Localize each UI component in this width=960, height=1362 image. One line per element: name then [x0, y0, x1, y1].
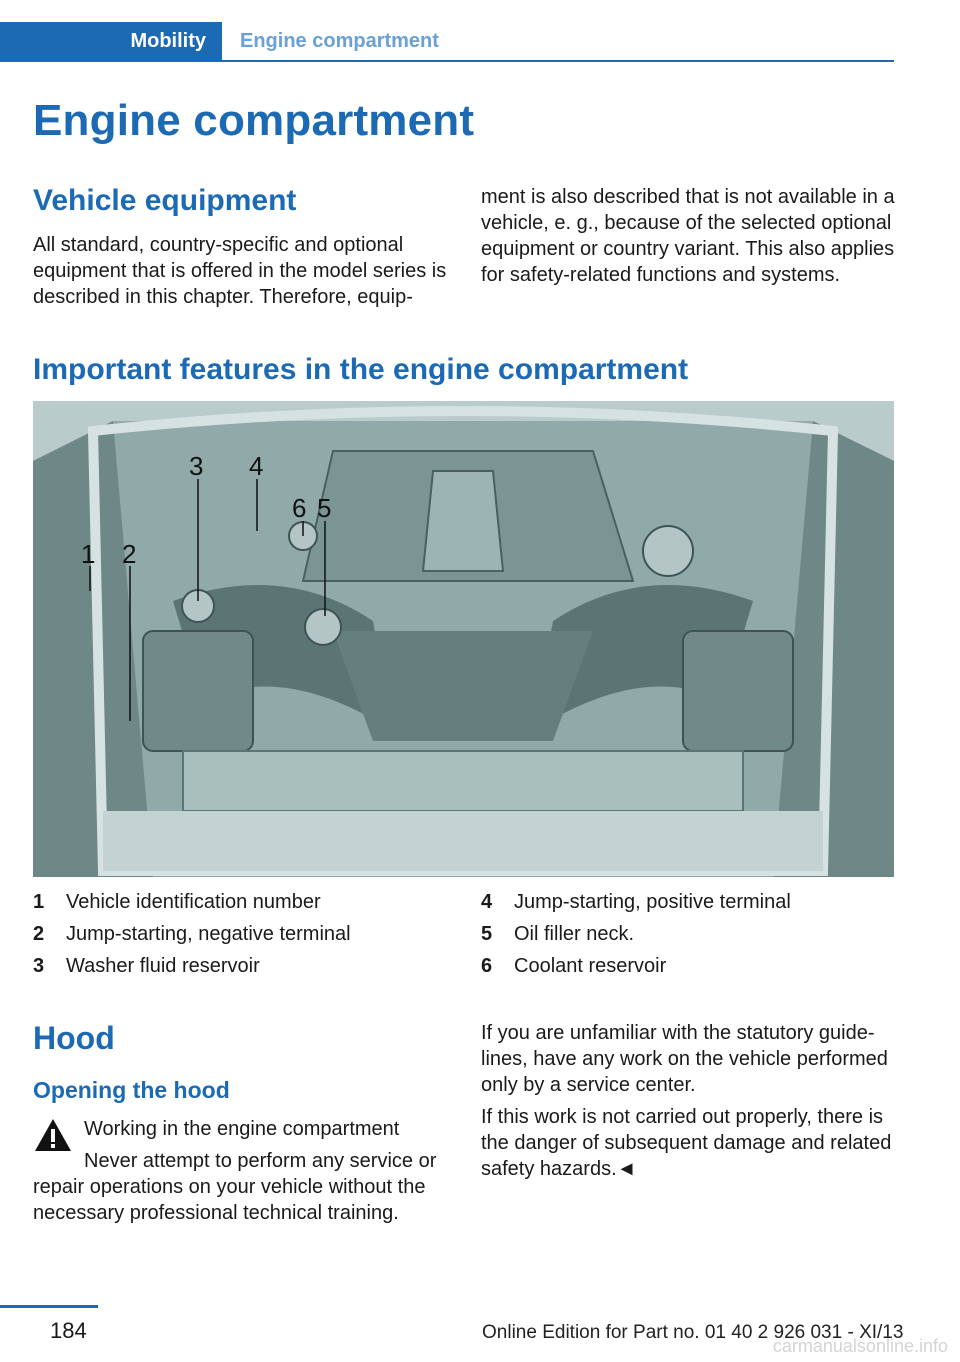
callout-6: 6 — [292, 493, 307, 523]
legend-item: 2 Jump-starting, negative terminal — [33, 918, 453, 950]
legend-label: Coolant reservoir — [514, 955, 667, 977]
vehicle-equipment-heading: Vehicle equipment — [33, 184, 297, 217]
engine-illustration — [33, 401, 894, 877]
legend-label: Jump-starting, negative terminal — [66, 923, 351, 945]
callout-1: 1 — [81, 539, 96, 569]
legend-col2: 4 Jump-starting, positive terminal 5 Oil… — [481, 886, 895, 982]
page-number-rule — [0, 1305, 98, 1308]
legend-num: 5 — [481, 923, 493, 945]
legend-item: 6 Coolant reservoir — [481, 950, 895, 982]
vehicle-equipment-text-col2: ment is also described that is not avail… — [481, 186, 895, 286]
hood-text-para1: If you are unfamiliar with the statutory… — [481, 1022, 888, 1096]
hood-text-para2: If this work is not carried out properly… — [481, 1106, 892, 1180]
callout-3: 3 — [189, 451, 204, 481]
footer-edition: Online Edition for Part no. 01 40 2 926 … — [482, 1322, 904, 1343]
legend-item: 1 Vehicle identification number — [33, 886, 453, 918]
legend-num: 1 — [33, 891, 45, 913]
legend-label: Jump-starting, positive terminal — [514, 891, 791, 913]
legend-item: 5 Oil filler neck. — [481, 918, 895, 950]
legend-num: 2 — [33, 923, 45, 945]
legend-num: 3 — [33, 955, 45, 977]
legend-item: 4 Jump-starting, positive terminal — [481, 886, 895, 918]
page-title: Engine compartment — [33, 96, 475, 145]
callout-2: 2 — [122, 539, 137, 569]
callout-4: 4 — [249, 451, 264, 481]
legend-item: 3 Washer fluid reservoir — [33, 950, 453, 982]
warning-icon — [35, 1119, 71, 1151]
opening-hood-subheading: Opening the hood — [33, 1077, 230, 1103]
legend-label: Vehicle identification number — [66, 891, 321, 913]
legend-num: 6 — [481, 955, 493, 977]
legend-label: Washer fluid reservoir — [66, 955, 260, 977]
vehicle-equipment-text-col1: All standard, country-specific and optio… — [33, 234, 447, 308]
header-tab-bar: Mobility Engine compartment — [0, 22, 894, 62]
legend-label: Oil filler neck. — [514, 923, 635, 945]
tab-engine-compartment[interactable]: Engine compartment — [240, 30, 439, 52]
callout-5: 5 — [317, 493, 332, 523]
legend-col1: 1 Vehicle identification number 2 Jump-s… — [33, 886, 453, 982]
engine-compartment-photo: 1 2 3 4 5 6 — [33, 401, 894, 877]
page-number: 184 — [50, 1318, 87, 1343]
legend-num: 4 — [481, 891, 493, 913]
tab-mobility[interactable]: Mobility — [0, 22, 222, 60]
hood-heading: Hood — [33, 1020, 115, 1056]
important-features-heading: Important features in the engine compart… — [33, 353, 689, 386]
warning-text: Never attempt to perform any service or … — [33, 1150, 437, 1224]
warning-title: Working in the engine compartment — [84, 1118, 400, 1140]
watermark: carmanualsonline.info — [772, 1336, 948, 1356]
